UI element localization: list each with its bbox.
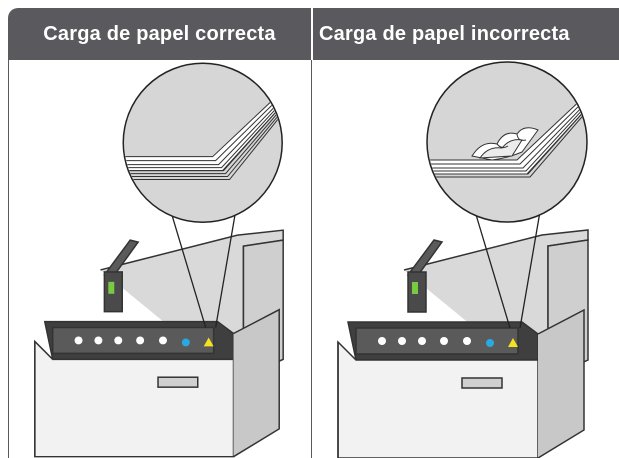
paper-loading-table: Carga de papel correcta Carga de papel i…: [8, 8, 619, 458]
paper-tray-correct-load-icon: [34, 62, 284, 458]
header-incorrect-loading: Carga de papel incorrecta: [319, 22, 570, 45]
paper-tray-incorrect-load-icon: [337, 61, 589, 458]
header-correct-loading: Carga de papel correcta: [43, 22, 276, 45]
cell-correct-loading: [8, 60, 312, 458]
table-header-row: Carga de papel correcta Carga de papel i…: [8, 8, 619, 60]
header-divider: [311, 8, 313, 60]
cell-incorrect-loading: [312, 60, 619, 458]
